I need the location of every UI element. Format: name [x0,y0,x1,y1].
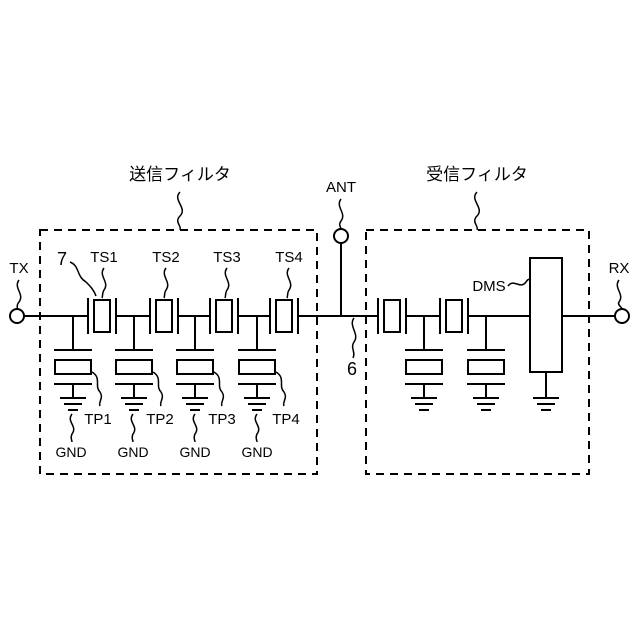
series-resonator-ts4: TS4 [270,249,303,334]
rx-port: RX [609,260,630,323]
ground-icon [244,398,270,410]
rx-title-leader [475,192,480,230]
antenna-terminal [334,229,348,243]
tx-filter-box [40,230,317,474]
ground-icon [60,398,86,410]
ground-icon [182,398,208,410]
series-resonator-ts1: TS1 [88,249,118,334]
ground-icon [473,398,499,410]
ground-label: GND [117,444,148,460]
parallel-resonator-label: TP1 [84,411,112,428]
ref-7-leader [70,262,96,296]
series-resonator-label: TS3 [213,249,241,266]
ground-icon [411,398,437,410]
ref-numeral-7: 7 [57,249,67,269]
tx-port-terminal [10,309,24,323]
series-resonator-ts2: TS2 [150,249,180,334]
tx-port-label: TX [9,260,28,277]
antenna: ANT [326,179,356,316]
ground-label: GND [241,444,272,460]
parallel-resonator-label: TP3 [208,411,236,428]
tx-filter-title: 送信フィルタ [129,165,231,185]
rx-series-resonator-1 [378,298,406,334]
rx-port-terminal [615,309,629,323]
rx-parallel-resonator-2 [467,316,505,410]
rx-parallel-resonator-1 [405,316,443,410]
ground-icon [121,398,147,410]
dms-label: DMS [472,278,505,295]
rx-series-resonator-2 [440,298,468,334]
ref-6-leader [352,318,355,358]
ref-numeral-6: 6 [347,359,357,379]
series-resonator-label: TS4 [275,249,303,266]
ground-label: GND [55,444,86,460]
ground-label: GND [179,444,210,460]
series-resonator-label: TS1 [90,249,118,266]
tx-port: TX [9,260,28,323]
tx-title-leader [178,192,183,230]
parallel-resonator-label: TP2 [146,411,174,428]
series-resonator-ts3: TS3 [210,249,241,334]
rx-filter-title: 受信フィルタ [426,165,528,185]
rx-port-label: RX [609,260,630,277]
antenna-label: ANT [326,179,356,196]
ground-icon [533,398,559,410]
parallel-resonator-label: TP4 [272,411,300,428]
series-resonator-label: TS2 [152,249,180,266]
